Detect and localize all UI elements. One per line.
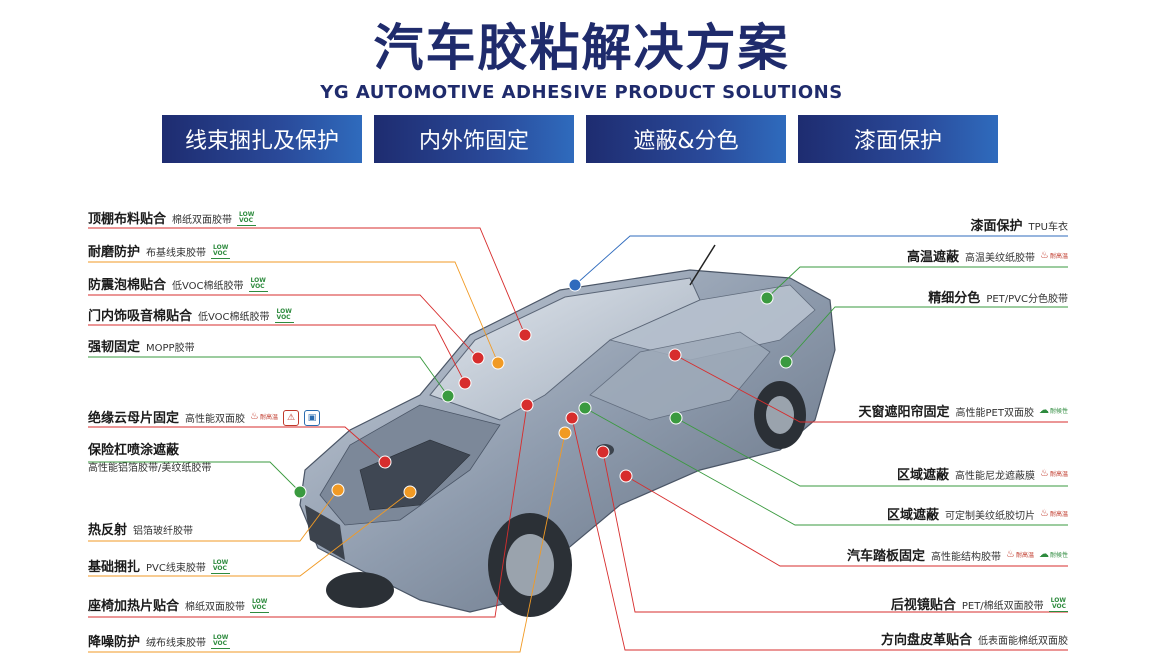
label-high-temp-masking: 高温遮蔽高温美纹纸胶带耐高温 <box>907 247 1068 268</box>
dot-bumper-masking[interactable] <box>293 485 307 499</box>
label-sunroof-shade-fixing: 天窗遮阳帘固定高性能PET双面胶耐候性 <box>859 402 1069 423</box>
front-left-wheel <box>326 572 394 608</box>
dot-headliner[interactable] <box>518 328 532 342</box>
weather-resistant-icon: 耐候性 <box>1039 552 1068 559</box>
heat-resistant-icon: 耐高温 <box>1040 253 1068 260</box>
label-area-masking-film: 区域遮蔽高性能尼龙遮蔽膜耐高温 <box>897 465 1068 486</box>
category-tabs: 线束捆扎及保护 内外饰固定 遮蔽&分色 漆面保护 <box>162 115 998 163</box>
dot-area-masking-2[interactable] <box>578 401 592 415</box>
dot-steering-wheel[interactable] <box>565 411 579 425</box>
heat-resistant-icon: 耐高温 <box>1006 552 1034 559</box>
label-heat-reflection: 热反射铝箔玻纤胶带 <box>88 523 194 538</box>
tab-interior-exterior-fixing[interactable]: 内外饰固定 <box>374 115 574 163</box>
shield-icon: ⚠ <box>283 409 299 426</box>
label-steering-wheel-leather: 方向盘皮革贴合低表面能棉纸双面胶 <box>880 633 1068 648</box>
label-area-masking-cut: 区域遮蔽可定制美纹纸胶切片耐高温 <box>887 505 1068 526</box>
dot-mica-insulation[interactable] <box>378 455 392 469</box>
dot-area-masking-1[interactable] <box>669 411 683 425</box>
dot-paint-protection[interactable] <box>568 278 582 292</box>
label-bumper-masking: 保险杠喷涂遮蔽 高性能铝箔胶带/美纹纸胶带 <box>88 443 212 474</box>
dot-noise-reduction[interactable] <box>558 426 572 440</box>
heat-resistant-icon: 耐高温 <box>250 414 278 421</box>
label-pedal-fixing: 汽车踏板固定高性能结构胶带耐高温耐候性 <box>847 546 1068 567</box>
dot-sunroof-shade[interactable] <box>668 348 682 362</box>
heat-resistant-icon: 耐高温 <box>1040 471 1068 478</box>
dot-door-trim[interactable] <box>458 376 472 390</box>
car-illustration <box>299 244 836 617</box>
page-title: 汽车胶粘解决方案 <box>373 19 790 77</box>
tab-wiring-harness[interactable]: 线束捆扎及保护 <box>162 115 362 163</box>
callout-dots <box>293 278 793 499</box>
weather-resistant-icon: 耐候性 <box>1039 408 1068 415</box>
dot-seat-heater[interactable] <box>520 398 534 412</box>
leader-lines-right <box>571 235 1068 651</box>
tab-paint-protection[interactable]: 漆面保护 <box>798 115 998 163</box>
dot-heat-reflection[interactable] <box>331 483 345 497</box>
dot-wear-protection[interactable] <box>491 356 505 370</box>
dot-foam-bonding[interactable] <box>471 351 485 365</box>
dot-high-temp-masking[interactable] <box>760 291 774 305</box>
heat-resistant-icon: 耐高温 <box>1040 511 1068 518</box>
dot-fine-color-separation[interactable] <box>779 355 793 369</box>
dot-pedal-fixing[interactable] <box>619 469 633 483</box>
tab-masking-color-separation[interactable]: 遮蔽&分色 <box>586 115 786 163</box>
dot-mirror-bonding[interactable] <box>596 445 610 459</box>
dot-basic-bundling[interactable] <box>403 485 417 499</box>
dot-strong-fixing[interactable] <box>441 389 455 403</box>
label-mica-insulation: 绝缘云母片固定高性能双面胶耐高温⚠▣ <box>88 408 320 429</box>
insulation-icon: ▣ <box>304 409 320 426</box>
leader-lines-left <box>88 227 566 653</box>
page-subtitle: YG AUTOMOTIVE ADHESIVE PRODUCT SOLUTIONS <box>320 82 843 103</box>
